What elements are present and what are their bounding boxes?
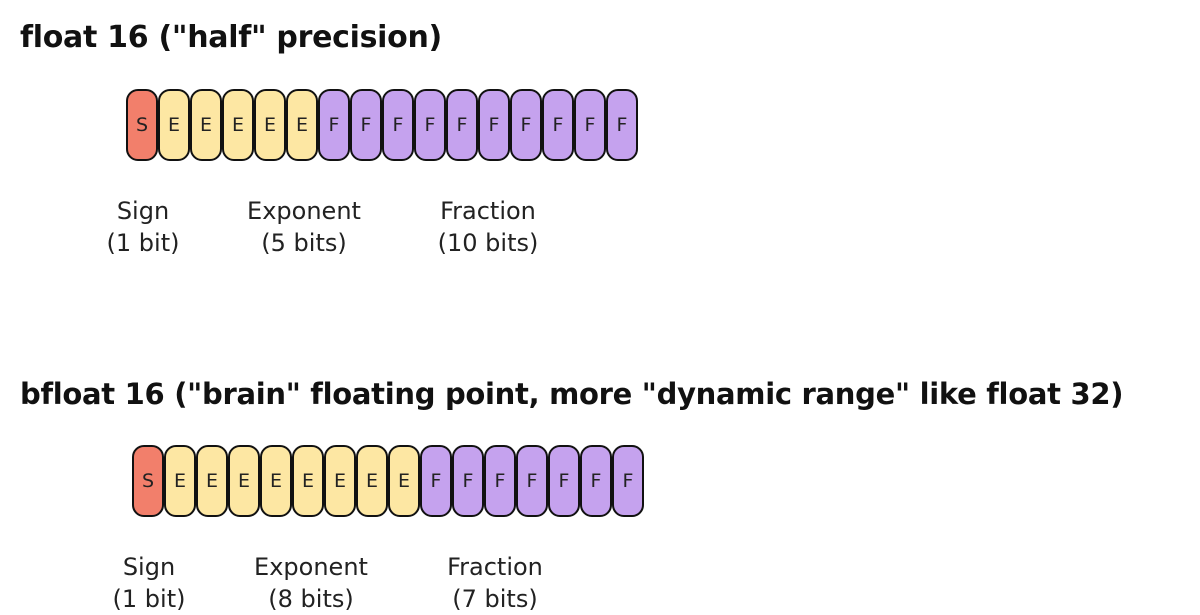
float16-fraction-size: (10 bits) (437, 229, 539, 257)
bfloat16-sign-size: (1 bit) (112, 585, 186, 613)
float16-fraction-bit: F (414, 89, 446, 161)
bfloat16-fraction-bit: F (548, 445, 580, 517)
bfloat16-exponent-label: Exponent (8 bits) (254, 551, 368, 615)
bfloat16-fraction-bit: F (612, 445, 644, 517)
bfloat16-title: bfloat 16 ("brain" floating point, more … (20, 377, 1124, 411)
bfloat16-exponent-bit: E (164, 445, 196, 517)
bfloat16-exponent-bit: E (324, 445, 356, 517)
float16-fraction-bit: F (350, 89, 382, 161)
bfloat16-fraction-bit: F (420, 445, 452, 517)
float16-sign-bit: S (126, 89, 158, 161)
float16-fraction-name: Fraction (440, 197, 536, 225)
float16-exponent-name: Exponent (247, 197, 361, 225)
bfloat16-exponent-size: (8 bits) (268, 585, 354, 613)
float16-fraction-bit: F (382, 89, 414, 161)
bfloat16-exponent-name: Exponent (254, 553, 368, 581)
bfloat16-exponent-bit: E (292, 445, 324, 517)
float16-sign-name: Sign (116, 197, 170, 225)
float16-fraction-bit: F (606, 89, 638, 161)
float16-fraction-bit: F (574, 89, 606, 161)
float16-exponent-label: Exponent (5 bits) (247, 195, 361, 259)
float16-fraction-bit: F (446, 89, 478, 161)
bfloat16-sign-name: Sign (122, 553, 176, 581)
float16-exponent-bit: E (286, 89, 318, 161)
float16-title: float 16 ("half" precision) (20, 20, 442, 55)
float16-exponent-bit: E (158, 89, 190, 161)
float16-exponent-bit: E (254, 89, 286, 161)
bfloat16-exponent-bit: E (388, 445, 420, 517)
bfloat16-exponent-bit: E (196, 445, 228, 517)
bfloat16-fraction-bit: F (452, 445, 484, 517)
bfloat16-fraction-bit: F (484, 445, 516, 517)
float16-sign-label: Sign (1 bit) (107, 195, 180, 259)
float16-fraction-bit: F (318, 89, 350, 161)
bfloat16-fraction-label: Fraction (7 bits) (447, 551, 543, 615)
bfloat16-fraction-name: Fraction (447, 553, 543, 581)
float16-sign-size: (1 bit) (106, 229, 180, 257)
bfloat16-sign-bit: S (132, 445, 164, 517)
float16-fraction-bit: F (542, 89, 574, 161)
bfloat16-exponent-bit: E (260, 445, 292, 517)
bfloat16-fraction-bit: F (516, 445, 548, 517)
float16-exponent-size: (5 bits) (261, 229, 347, 257)
bfloat16-fraction-size: (7 bits) (452, 585, 538, 613)
float16-fraction-bit: F (510, 89, 542, 161)
bfloat16-exponent-bit: E (228, 445, 260, 517)
float16-exponent-bit: E (222, 89, 254, 161)
float16-exponent-bit: E (190, 89, 222, 161)
bfloat16-fraction-bit: F (580, 445, 612, 517)
float16-fraction-bit: F (478, 89, 510, 161)
float16-fraction-label: Fraction (10 bits) (438, 195, 539, 259)
bfloat16-exponent-bit: E (356, 445, 388, 517)
bfloat16-sign-label: Sign (1 bit) (113, 551, 186, 615)
